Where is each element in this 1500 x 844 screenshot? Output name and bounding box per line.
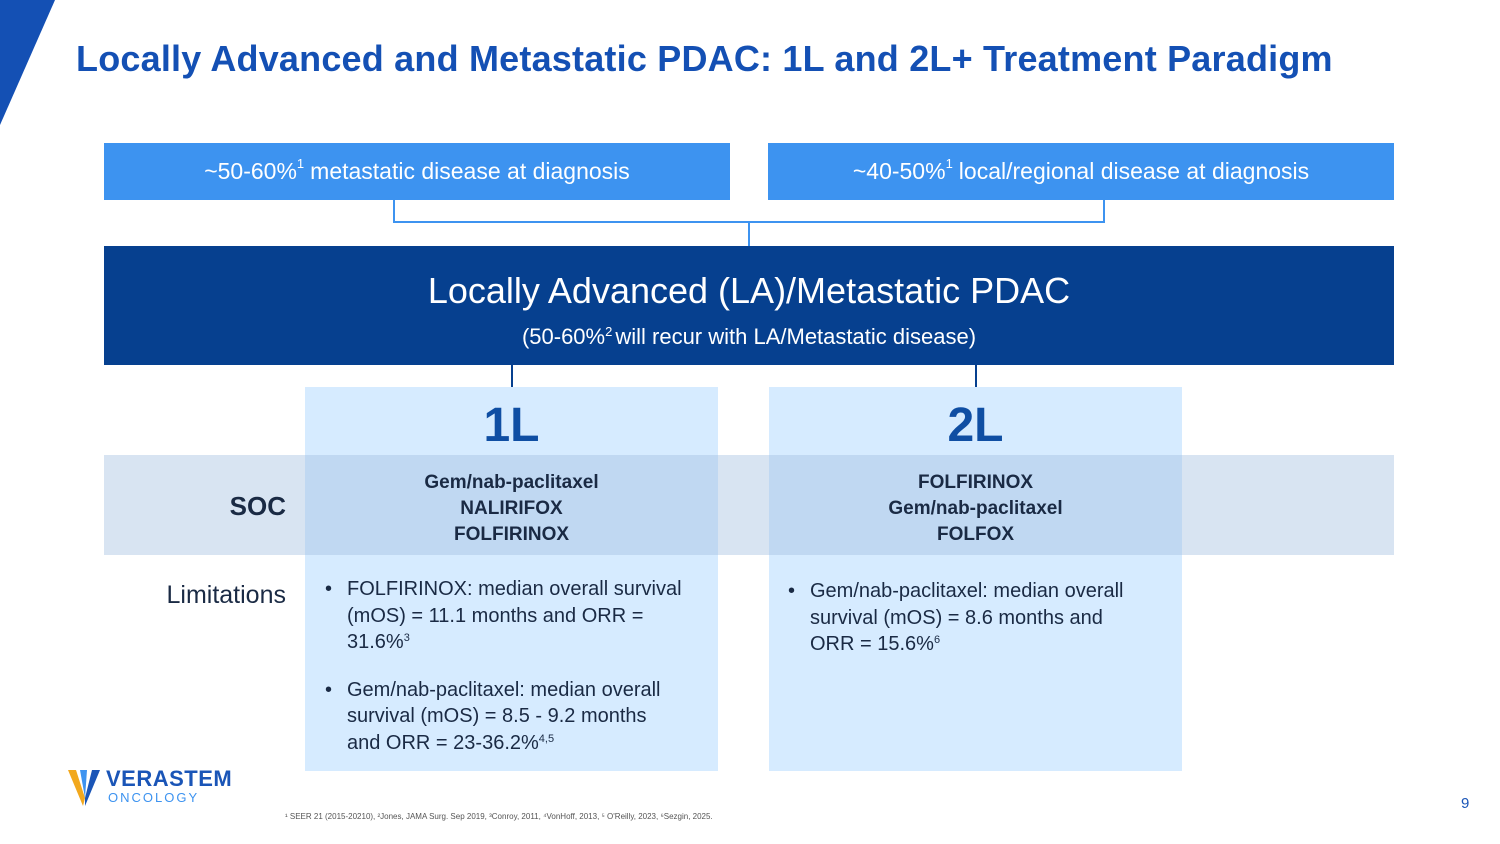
- local-regional-ref: 1: [945, 156, 953, 171]
- logo-subtitle: ONCOLOGY: [108, 790, 200, 805]
- limitation-text: Gem/nab-paclitaxel: median overall survi…: [347, 678, 661, 754]
- verastem-logo: VERASTEM ONCOLOGY: [66, 764, 246, 810]
- la-metastatic-pdac-banner: Locally Advanced (LA)/Metastatic PDAC (5…: [104, 246, 1394, 365]
- soc-item: Gem/nab-paclitaxel: [424, 472, 599, 493]
- limitation-ref: 6: [933, 634, 941, 646]
- 1l-soc-list: Gem/nab-paclitaxel NALIRIFOX FOLFIRINOX: [305, 470, 718, 548]
- limitations-row-label: Limitations: [166, 581, 287, 609]
- 2l-limitations-list: • Gem/nab-paclitaxel: median overall surv…: [788, 578, 1148, 679]
- soc-row-label: SOC: [229, 491, 286, 521]
- local-regional-at-diagnosis-box: ~40-50%1 local/regional disease at diagno…: [768, 143, 1394, 200]
- metastatic-text: metastatic disease at diagnosis: [310, 158, 630, 184]
- metastatic-ref: 1: [296, 156, 305, 171]
- limitation-text: Gem/nab-paclitaxel: median overall survi…: [810, 580, 1124, 655]
- soc-row-band: [104, 455, 1394, 555]
- limitation-text: FOLFIRINOX: median overall survival (mOS…: [347, 578, 682, 653]
- 2l-column-header: 2L: [947, 399, 1004, 452]
- bullet: •: [325, 678, 333, 701]
- 1l-column-header: 1L: [483, 399, 540, 452]
- verastem-v-icon: [68, 770, 100, 806]
- bullet: •: [325, 578, 333, 600]
- banner-sub-post: will recur with LA/Metastatic disease): [615, 324, 977, 349]
- banner-title: Locally Advanced (LA)/Metastatic PDAC: [427, 270, 1071, 311]
- page-number: 9: [1461, 795, 1470, 812]
- banner-sub-ref: 2: [605, 324, 613, 339]
- slide-title: Locally Advanced and Metastatic PDAC: 1L…: [76, 38, 1333, 79]
- limitation-item: • FOLFIRINOX: median overall survival (mO…: [325, 576, 685, 659]
- soc-item: NALIRIFOX: [460, 498, 563, 519]
- limitation-item: • Gem/nab-paclitaxel: median overall surv…: [325, 677, 685, 760]
- local-regional-text: local/regional disease at diagnosis: [958, 158, 1310, 184]
- limitation-ref: 4,5: [538, 732, 555, 745]
- soc-item: FOLFOX: [936, 524, 1015, 545]
- references-footnote: ¹ SEER 21 (2015-20210), ²Jones, JAMA Sur…: [285, 812, 713, 821]
- 1l-column-background: [305, 387, 718, 771]
- 2l-column-background: [769, 387, 1182, 771]
- limitation-ref: 3: [403, 632, 410, 644]
- 1l-limitations-list: • FOLFIRINOX: median overall survival (mO…: [325, 576, 685, 777]
- local-regional-pct: ~40-50%: [852, 158, 946, 184]
- 2l-soc-list: FOLFIRINOX Gem/nab-paclitaxel FOLFOX: [769, 470, 1182, 548]
- bullet: •: [788, 580, 796, 602]
- top-bracket-connector: [393, 200, 1105, 223]
- corner-accent-shape: [0, 0, 55, 125]
- limitation-item: • Gem/nab-paclitaxel: median overall surv…: [788, 578, 1148, 661]
- banner-sub-pre: (50-60%: [521, 324, 606, 349]
- metastatic-at-diagnosis-box: ~50-60%1 metastatic disease at diagnosis: [104, 143, 730, 200]
- logo-wordmark: VERASTEM: [106, 766, 233, 791]
- metastatic-pct: ~50-60%: [204, 158, 297, 184]
- soc-item: FOLFIRINOX: [453, 524, 570, 545]
- soc-item: FOLFIRINOX: [917, 472, 1034, 493]
- soc-item: Gem/nab-paclitaxel: [888, 498, 1063, 519]
